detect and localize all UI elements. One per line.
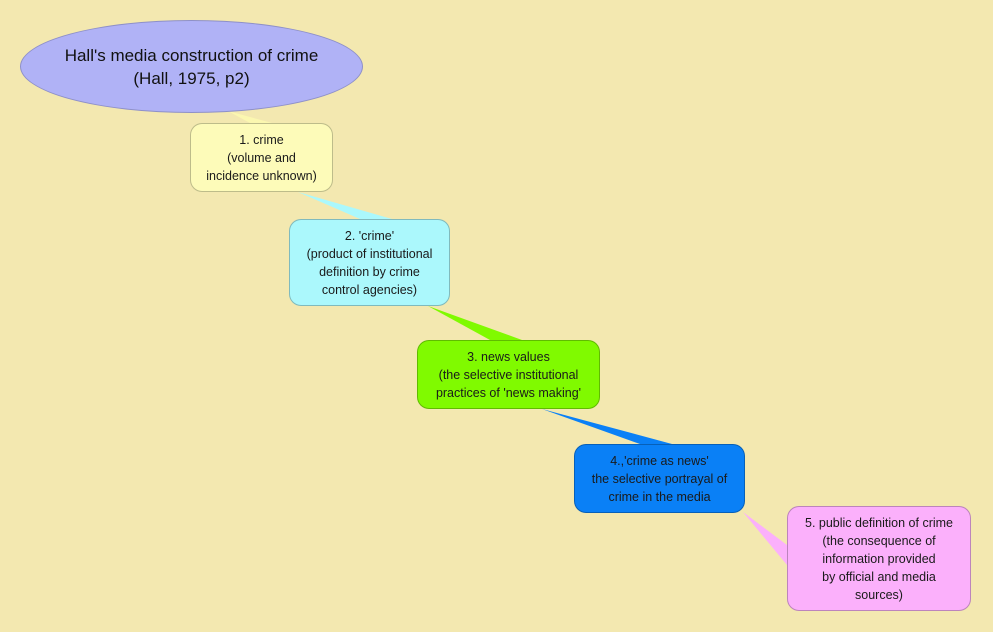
root-topic-ellipse[interactable]: Hall's media construction of crime (Hall,… — [20, 20, 363, 113]
root-title: Hall's media construction of crime (Hall,… — [65, 44, 319, 90]
node-institutional-crime[interactable]: 2. 'crime' (product of institutional def… — [289, 219, 450, 306]
connector-3-to-4 — [542, 409, 672, 444]
connector-4-to-5 — [743, 512, 787, 565]
connector-1-to-2 — [298, 192, 392, 219]
node-crime-as-news-text: 4.,'crime as news' the selective portray… — [591, 453, 728, 504]
node-news-values-text: 3. news values (the selective institutio… — [435, 349, 582, 400]
connector-root-to-1 — [228, 111, 272, 123]
node-crime-text: 1. crime (volume and incidence unknown) — [206, 132, 317, 183]
root-title-line1: Hall's media construction of crime — [64, 45, 319, 65]
node-institutional-crime-text: 2. 'crime' (product of institutional def… — [306, 228, 433, 297]
connector-2-to-3 — [428, 306, 522, 340]
root-title-line2: (Hall, 1975, p2) — [133, 68, 250, 88]
node-crime[interactable]: 1. crime (volume and incidence unknown) — [190, 123, 333, 192]
node-public-definition-text: 5. public definition of crime (the conse… — [805, 515, 953, 602]
node-crime-as-news[interactable]: 4.,'crime as news' the selective portray… — [574, 444, 745, 513]
node-public-definition[interactable]: 5. public definition of crime (the conse… — [787, 506, 971, 611]
node-news-values[interactable]: 3. news values (the selective institutio… — [417, 340, 600, 409]
